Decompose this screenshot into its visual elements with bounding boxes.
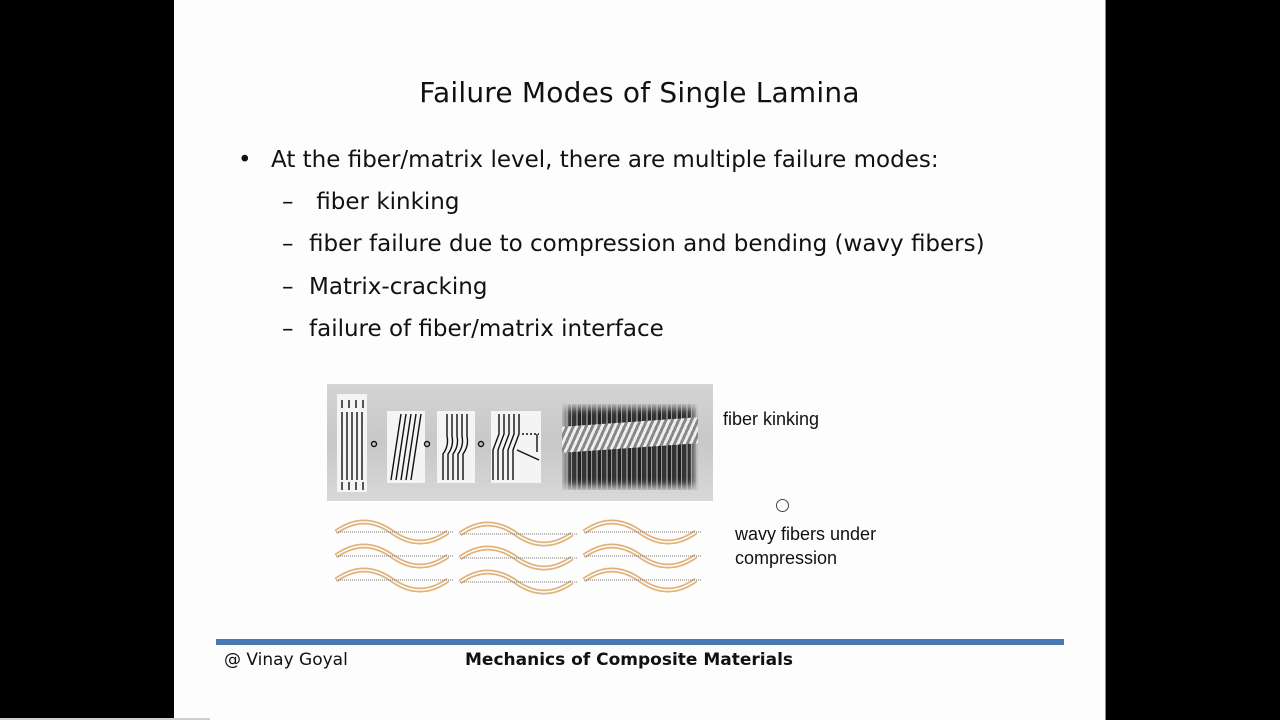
dash-marker: –: [282, 274, 294, 300]
wavy-fibers-caption: wavy fibers under compression: [735, 522, 876, 570]
sub-item-text: Matrix-cracking: [309, 274, 488, 300]
mouse-cursor-icon: [776, 499, 789, 512]
sub-item-text: fiber failure due to compression and ben…: [309, 231, 985, 257]
dash-marker: –: [282, 189, 294, 215]
caption-line: wavy fibers under: [735, 524, 877, 544]
footer-author: @ Vinay Goyal: [224, 650, 348, 670]
dash-marker: –: [282, 316, 294, 342]
bullet-marker: •: [238, 147, 252, 173]
sub-item-text: fiber kinking: [309, 189, 460, 215]
slide-border: [1105, 0, 1106, 720]
video-progress-bar[interactable]: [0, 718, 210, 720]
footer-divider: [216, 639, 1064, 645]
kinking-micrograph: [562, 404, 698, 490]
slide-title: Failure Modes of Single Lamina: [419, 76, 860, 109]
bullet-text: At the fiber/matrix level, there are mul…: [271, 147, 939, 173]
caption-line: compression: [735, 548, 838, 568]
fiber-kinking-image: [327, 384, 713, 501]
presentation-slide: Failure Modes of Single Lamina • At the …: [174, 0, 1105, 720]
dash-marker: –: [282, 231, 294, 257]
sub-item-text: failure of fiber/matrix interface: [309, 316, 664, 342]
kinking-schematic-icon: [337, 394, 541, 492]
footer-course-title: Mechanics of Composite Materials: [465, 650, 794, 670]
fiber-kinking-caption: fiber kinking: [723, 409, 820, 429]
wavy-fibers-icon: [334, 518, 706, 598]
